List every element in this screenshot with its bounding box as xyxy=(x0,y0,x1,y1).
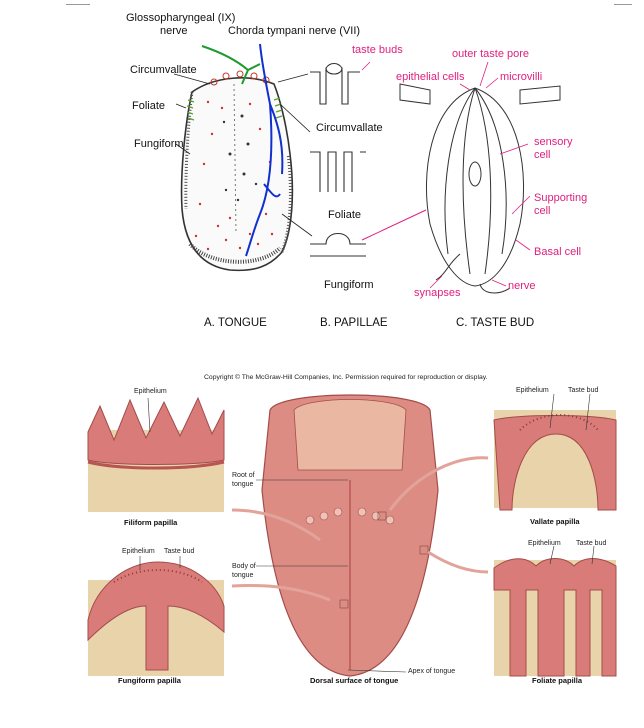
tongue-papillae-dots xyxy=(194,100,274,251)
label-apex-of-tongue: Apex of tongue xyxy=(408,668,456,675)
label-root-of-tongue: Root of xyxy=(232,472,255,479)
dorsal-tongue-illustration xyxy=(261,394,439,677)
label-body-of-tongue-2: tongue xyxy=(232,572,254,579)
papillae-arrows xyxy=(231,456,489,602)
glossopharyngeal-nerve xyxy=(201,45,261,85)
copyright-notice: Copyright © The McGraw-Hill Companies, I… xyxy=(204,374,488,381)
tongue-papillae-figure: Copyright © The McGraw-Hill Companies, I… xyxy=(80,370,620,690)
top-leader-lines xyxy=(173,73,313,237)
label-foliate-mid: Foliate xyxy=(328,209,362,221)
label-circumvallate-left: Circumvallate xyxy=(130,64,197,76)
tongue-outline xyxy=(180,77,294,272)
label-foliate-taste-bud: Taste bud xyxy=(576,540,607,547)
top-right-corner-mark xyxy=(604,0,632,5)
caption-dorsal-surface: Dorsal surface of tongue xyxy=(310,676,399,685)
vallate-papilla-illustration xyxy=(493,410,617,511)
label-supporting-cell-2: cell xyxy=(534,205,551,217)
chorda-tympani-nerve xyxy=(245,43,284,257)
label-epithelial-cells: epithelial cells xyxy=(396,71,465,83)
label-fungiform-mid: Fungiform xyxy=(324,279,374,291)
label-fungiform-left: Fungiform xyxy=(134,138,184,150)
caption-fungiform-papilla: Fungiform papilla xyxy=(118,676,181,685)
caption-papillae: B. PAPILLAE xyxy=(320,317,388,329)
circumvallate-papilla-sketch xyxy=(310,62,360,105)
caption-taste-bud: C. TASTE BUD xyxy=(456,317,535,329)
foliate-papilla-sketch xyxy=(310,151,366,192)
taste-anatomy-drawing xyxy=(173,43,561,294)
label-filiform-epithelium: Epithelium xyxy=(134,388,167,395)
label-taste-buds: taste buds xyxy=(352,44,403,56)
fungiform-to-tastebud-arrow xyxy=(361,209,427,241)
label-sensory-cell: sensory xyxy=(534,136,573,148)
label-basal-cell: Basal cell xyxy=(534,246,582,258)
label-foliate-left: Foliate xyxy=(132,100,166,112)
label-root-of-tongue-2: tongue xyxy=(232,481,254,488)
label-supporting-cell: Supporting xyxy=(534,192,588,204)
tongue-filiform-dots xyxy=(222,114,258,202)
top-left-corner-mark xyxy=(66,0,90,5)
label-glossopharyngeal-2: nerve xyxy=(160,25,188,37)
label-fungiform-taste-bud: Taste bud xyxy=(164,548,195,555)
label-synapses: synapses xyxy=(414,287,461,299)
caption-vallate-papilla: Vallate papilla xyxy=(530,517,580,526)
filiform-papilla-illustration xyxy=(87,396,225,512)
label-chorda-tympani: Chorda tympani nerve (VII) xyxy=(228,25,361,37)
label-vallate-taste-bud: Taste bud xyxy=(568,387,599,394)
foliate-papilla-illustration xyxy=(493,558,617,677)
label-vallate-epithelium: Epithelium xyxy=(516,387,549,394)
fungiform-papilla-illustration xyxy=(87,561,225,676)
label-fungiform-epithelium: Epithelium xyxy=(122,548,155,555)
foliate-ridges xyxy=(186,97,283,121)
tongue-papillae-drawing xyxy=(87,393,617,677)
taste-anatomy-figure: Glossopharyngeal (IX) nerve Chorda tympa… xyxy=(126,4,614,346)
caption-filiform-papilla: Filiform papilla xyxy=(124,518,178,527)
label-body-of-tongue: Body of xyxy=(232,563,256,570)
label-circumvallate-mid: Circumvallate xyxy=(316,122,383,134)
bottom-leader-lines xyxy=(139,393,595,673)
label-microvilli: microvilli xyxy=(500,71,543,83)
label-nerve: nerve xyxy=(508,280,536,292)
taste-bud-drawing xyxy=(399,83,561,294)
caption-tongue: A. TONGUE xyxy=(204,317,267,329)
label-sensory-cell-2: cell xyxy=(534,149,551,161)
fungiform-papilla-sketch xyxy=(310,232,366,257)
label-outer-taste-pore: outer taste pore xyxy=(452,48,530,60)
label-glossopharyngeal: Glossopharyngeal (IX) xyxy=(126,12,236,24)
caption-foliate-papilla: Foliate papilla xyxy=(532,676,583,685)
taste-bud-leader-lines xyxy=(361,61,531,289)
label-foliate-epithelium: Epithelium xyxy=(528,540,561,547)
